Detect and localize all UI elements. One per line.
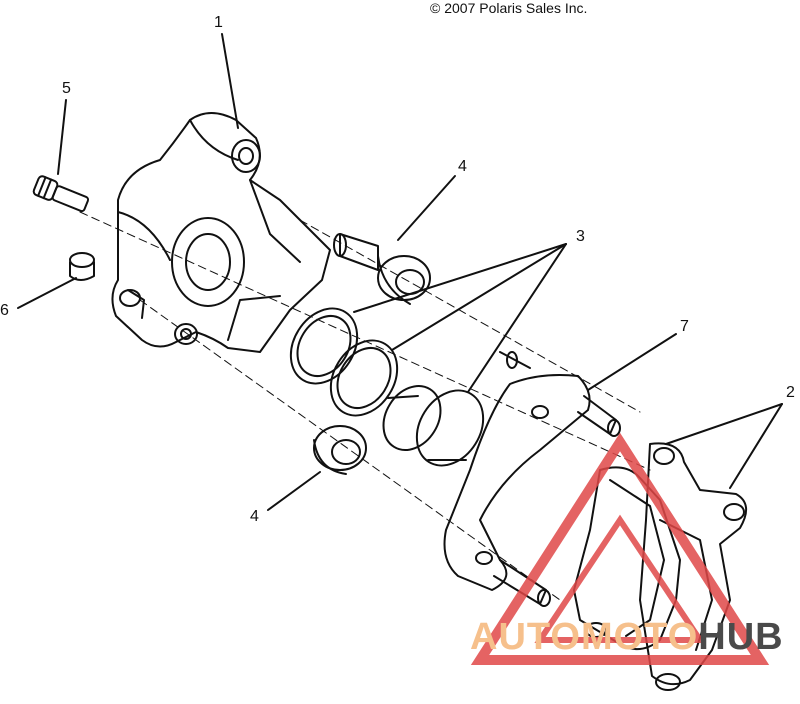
leader-line-6 [17, 277, 77, 309]
leader-line-1 [221, 33, 239, 129]
piston-seal-outer [289, 307, 359, 385]
leader-line-4-top [397, 175, 456, 241]
copyright-text: © 2007 Polaris Sales Inc. [430, 0, 588, 16]
callout-3: 3 [576, 228, 585, 245]
leader-line-3a [353, 243, 567, 313]
bleeder-cap [69, 252, 95, 281]
callout-4-upper: 4 [458, 158, 467, 175]
axis-line-lower [139, 299, 561, 601]
callout-5: 5 [62, 80, 71, 97]
leader-line-5 [57, 99, 67, 175]
callout-1: 1 [214, 14, 223, 31]
pin-boot-lower [313, 425, 367, 475]
mounting-bracket [443, 351, 621, 607]
callout-7: 7 [680, 318, 689, 335]
watermark-text-part1: AUTOMOTO [470, 616, 699, 658]
axis-line-upper [299, 219, 641, 413]
piston [382, 385, 485, 467]
callout-2: 2 [786, 384, 795, 401]
caliper-body [111, 112, 331, 353]
leader-line-4-bottom [267, 471, 321, 511]
bleeder-screw [32, 175, 90, 213]
watermark-logo [470, 432, 770, 665]
leader-line-3b [391, 243, 567, 351]
leader-line-2a [665, 403, 783, 445]
watermark-text: AUTOMOTOHUB [470, 616, 784, 659]
leader-line-3c [467, 243, 567, 393]
leader-line-2b [729, 403, 783, 489]
pin-boot-upper [333, 233, 431, 305]
callout-4-lower: 4 [250, 508, 259, 525]
watermark-text-part2: HUB [698, 616, 784, 658]
piston-seal-inner [329, 339, 399, 417]
leader-line-7 [587, 333, 677, 391]
callout-6: 6 [0, 302, 9, 319]
